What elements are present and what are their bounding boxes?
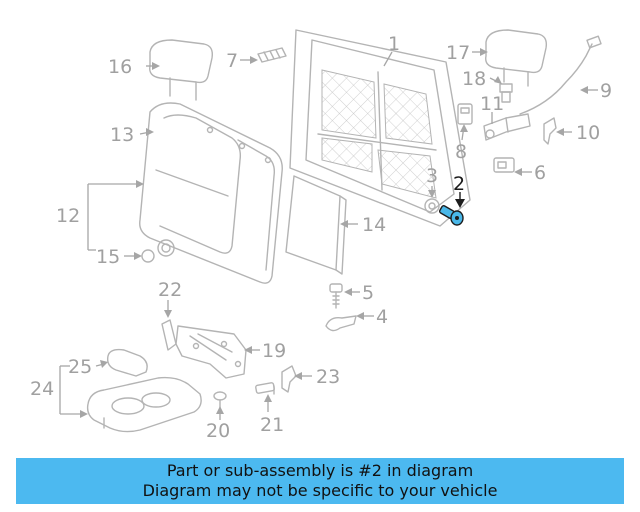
callout-3: 3 [426,165,438,187]
callout-2: 2 [453,173,465,195]
latch-part-11 [483,113,531,141]
cable-part-9 [519,35,602,115]
bolt-part-21 [255,382,275,395]
callout-25: 25 [68,356,92,378]
clip-part-7 [257,47,287,63]
bolt-part-5 [329,283,343,309]
callout-1: 1 [388,33,400,55]
leader-lines [59,48,598,420]
callout-10: 10 [576,122,600,144]
cupholder-part-25 [106,348,148,377]
callout-24: 24 [30,378,54,400]
callout-9: 9 [600,80,612,102]
seatback-frame-part-1 [289,29,471,227]
notice-line-1: Part or sub-assembly is #2 in diagram [166,461,474,480]
headrest-left-part-16 [149,39,214,101]
bolt-part-18 [499,83,513,103]
callout-5: 5 [362,282,374,304]
callout-17: 17 [446,42,470,64]
hinge-part-19 [175,325,247,379]
callout-7: 7 [226,50,238,72]
headrest-right-part-17 [485,29,548,87]
callout-15: 15 [96,246,120,268]
callout-20: 20 [206,420,230,442]
bolt-part-2 [438,205,464,226]
handle-part-10 [543,117,557,145]
callout-16: 16 [108,56,132,78]
hook-part-4 [325,315,357,332]
bracket-part-22 [161,319,177,351]
callout-14: 14 [362,214,386,236]
callout-19: 19 [262,340,286,362]
seatback-cushion-part-13 [139,102,283,284]
armrest-part-24 [86,376,202,433]
pad-part-14 [285,175,347,275]
callout-8: 8 [455,141,467,163]
callout-18: 18 [462,68,486,90]
callout-13: 13 [110,124,134,146]
callout-11: 11 [480,93,504,115]
callout-labels: 1 2 3 4 5 6 7 8 9 10 11 12 13 14 15 16 1… [30,33,612,442]
callout-21: 21 [260,414,284,436]
part-notice-banner: Part or sub-assembly is #2 in diagram Di… [16,458,624,504]
grommet-part-15 [141,239,175,263]
callout-22: 22 [158,279,182,301]
callout-12: 12 [56,205,80,227]
callout-4: 4 [376,306,388,328]
notice-line-2: Diagram may not be specific to your vehi… [142,481,498,500]
cap-part-3 [424,198,440,214]
callout-6: 6 [534,162,546,184]
clip-part-23 [281,365,297,393]
switch-part-8 [457,103,473,125]
bracket-part-6 [493,157,515,173]
callout-23: 23 [316,366,340,388]
parts-diagram: 1 2 3 4 5 6 7 8 9 10 11 12 13 14 15 16 1… [30,29,612,442]
